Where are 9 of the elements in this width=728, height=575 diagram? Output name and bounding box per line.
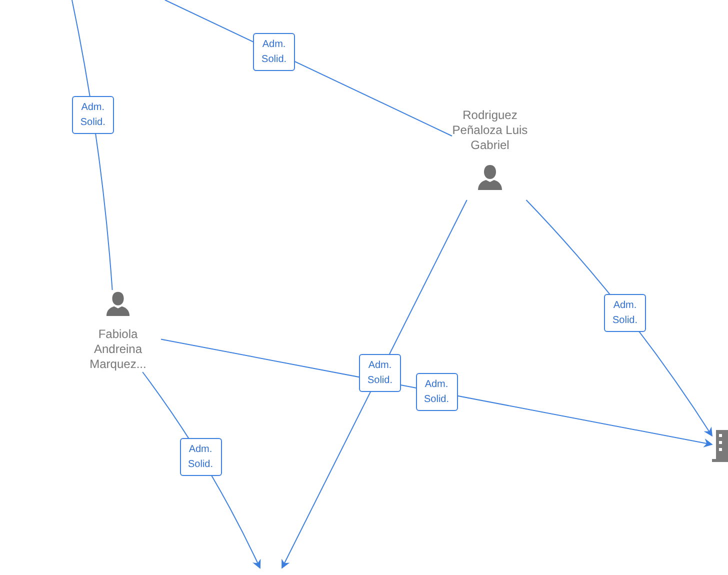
edge-label: Adm. Solid. (253, 32, 296, 71)
edge-label: Adm. Solid. (180, 438, 222, 476)
edge-label: Adm. Solid. (358, 354, 401, 392)
person-name: Fabiola Andreina Marquez... (88, 327, 148, 372)
edge-label: Adm. Solid. (72, 96, 114, 134)
person-name: Rodriguez Peñaloza Luis Gabriel (452, 108, 528, 153)
connector-arrow (282, 200, 468, 569)
edge-label: Adm. Solid. (604, 294, 646, 332)
edge-label: Adm. Solid. (416, 372, 458, 411)
